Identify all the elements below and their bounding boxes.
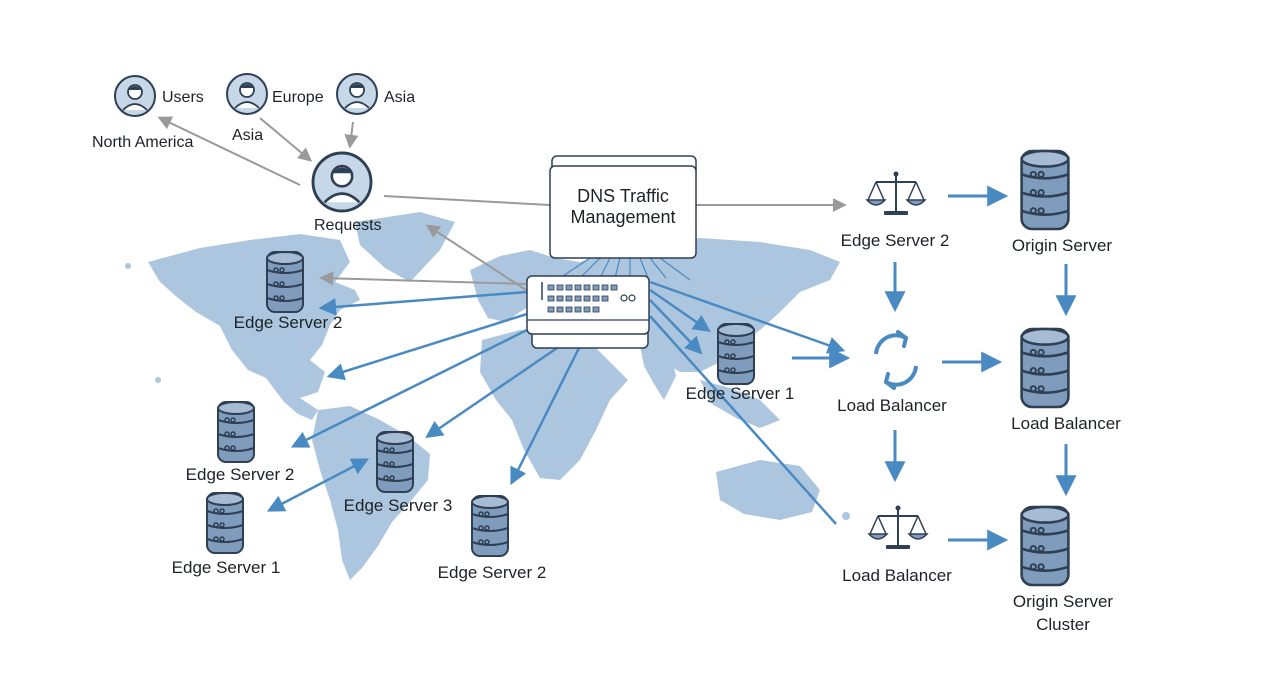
requests-avatar	[311, 151, 373, 213]
south-america-shape	[312, 406, 430, 580]
edge-distribution-arrows	[266, 280, 846, 525]
load-balancer-middle-label: Load Balancer	[837, 396, 947, 415]
dns-rack-icon	[526, 275, 650, 349]
edge-server-sa-left-label: Edge Server 2	[186, 465, 295, 484]
origin-cluster-label-line2: Cluster	[1036, 615, 1090, 634]
load-balancer-bottom-label: Load Balancer	[842, 566, 952, 585]
africa-shape	[480, 330, 628, 480]
requests-label: Requests	[314, 217, 382, 234]
server-stack-icon	[1020, 149, 1070, 231]
server-stack-icon	[1020, 505, 1070, 587]
user-avatar-icon	[226, 73, 268, 115]
server-stack-icon	[376, 431, 414, 493]
arrow-rack-to-sa-left	[290, 328, 528, 448]
origin-server-icon	[1020, 149, 1070, 231]
edge-server-top-label: Edge Server 2	[841, 231, 950, 250]
fan-line	[559, 257, 591, 279]
fan-line	[649, 257, 667, 279]
request-arrows	[157, 116, 847, 291]
refresh-cycle-icon	[874, 330, 918, 390]
right-panel-arrows	[792, 185, 1077, 551]
server-stack-icon	[217, 401, 255, 463]
arrow-rack-to-australia	[649, 315, 837, 525]
arrow-requests-to-north-america	[157, 116, 301, 186]
dns-box: DNS Traffic Management	[549, 155, 697, 259]
user-avatar-icon	[336, 73, 378, 115]
arrow-rack-to-load-balancer	[649, 280, 846, 354]
server-stack-icon	[1020, 327, 1070, 409]
origin-cluster-icon	[1020, 505, 1070, 587]
arrow-rack-to-asia-edge-b	[649, 288, 711, 332]
server-stack-icon	[266, 251, 304, 313]
arrow-rack-to-central-america	[326, 312, 528, 381]
edge-server-africa-label: Edge Server 2	[438, 563, 547, 582]
edge-server-asia-label: Edge Server 1	[686, 384, 795, 403]
dns-title-line2: Management	[570, 207, 675, 227]
origin-server-top-label: Origin Server	[1012, 236, 1112, 255]
arrow-dns-to-requests-back	[425, 224, 527, 291]
users-label: Users	[162, 89, 204, 106]
island-dot	[125, 263, 131, 269]
server-stack-icon	[206, 492, 244, 554]
fan-line	[614, 257, 621, 279]
arrow-requests-to-dns	[383, 195, 551, 206]
arrow-europe-to-requests	[259, 117, 313, 162]
arrow-rack-to-na	[319, 271, 527, 286]
europe-label: Europe	[272, 89, 324, 106]
server-stack-icon	[717, 323, 755, 385]
dns-title-line1: DNS Traffic	[577, 186, 669, 206]
north-america-shape	[148, 234, 360, 398]
island-dot	[842, 512, 850, 520]
asia-label-left: Asia	[232, 127, 263, 144]
asia-label-top: Asia	[384, 89, 415, 106]
island-dot	[155, 377, 161, 383]
balance-scale-icon	[866, 170, 926, 216]
arrow-sa-edge-bidir	[266, 458, 370, 512]
edge-server-sa-center-label: Edge Server 3	[344, 496, 453, 515]
load-balancer-right-label: Load Balancer	[1011, 414, 1121, 433]
load-balancer-right-icon	[1020, 327, 1070, 409]
australia-shape	[716, 460, 820, 520]
arrow-asia-to-requests	[344, 121, 359, 149]
fan-line	[579, 257, 601, 279]
arrow-rack-to-na-edge	[318, 290, 528, 316]
fan-line	[659, 257, 691, 281]
india-shape	[640, 346, 676, 400]
fan-line	[599, 257, 611, 279]
origin-cluster-label-line1: Origin Server	[1013, 592, 1113, 611]
user-avatar-icon	[311, 151, 373, 213]
server-stack-icon	[471, 495, 509, 557]
edge-server-sa-bottom-left-label: Edge Server 1	[172, 558, 281, 577]
arrow-rack-to-africa	[510, 345, 582, 486]
edge-server-na-label: Edge Server 2	[234, 313, 343, 332]
balance-scale-icon	[868, 504, 928, 550]
arrow-rack-to-asia-edge	[649, 299, 703, 355]
dns-fan-lines	[559, 257, 691, 281]
arrow-rack-to-sa-center	[425, 344, 561, 438]
fan-line	[639, 257, 649, 279]
se-asia-shape	[700, 380, 780, 428]
user-avatar-icon	[114, 75, 156, 117]
north-america-label: North America	[92, 134, 193, 151]
central-america-shape	[266, 378, 318, 420]
